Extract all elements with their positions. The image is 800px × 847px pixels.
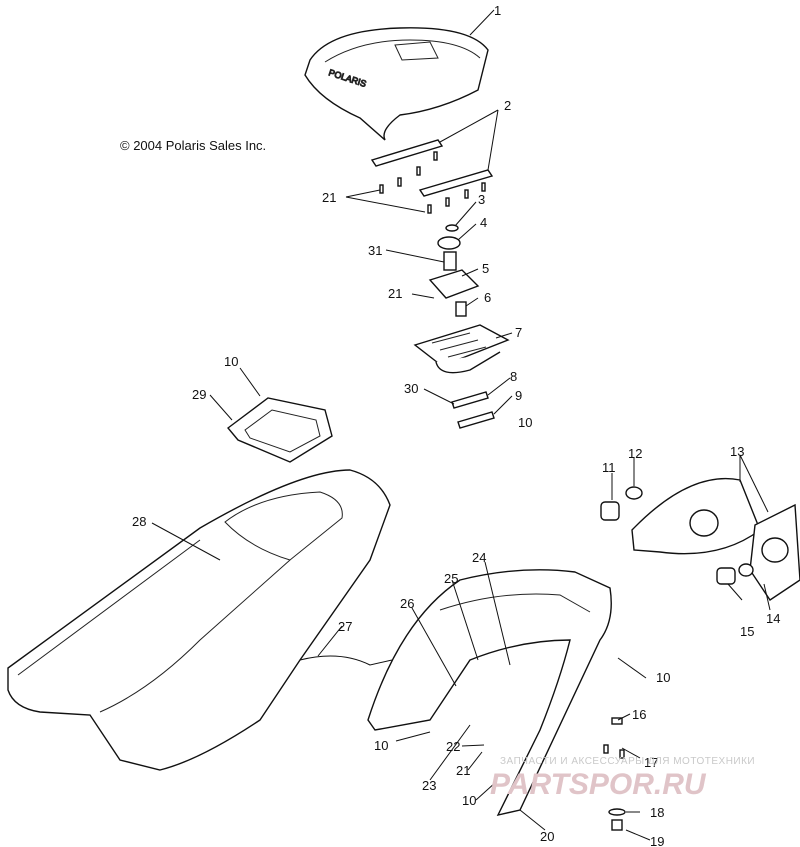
- callout-1: 1: [494, 3, 501, 18]
- watermark-tagline: ЗАПЧАСТИ И АКСЕССУАРЫ ДЛЯ МОТОТЕХНИКИ: [500, 756, 755, 767]
- part-bulbs: [600, 486, 754, 585]
- callout-17: 17: [644, 755, 658, 770]
- part-hinge-pin: [451, 391, 495, 429]
- callout-labels: 1 2 21 3 4 31 5 21 6 7 10 8 30 29 9 10 1…: [132, 3, 780, 847]
- copyright-notice: © 2004 Polaris Sales Inc.: [120, 138, 266, 153]
- callout-5: 5: [482, 261, 489, 276]
- part-latch-plate: [413, 324, 510, 374]
- callout-2: 2: [504, 98, 511, 113]
- callout-16: 16: [632, 707, 646, 722]
- callout-31: 31: [368, 243, 382, 258]
- callout-7: 7: [515, 325, 522, 340]
- callout-28: 28: [132, 514, 146, 529]
- callout-23: 23: [422, 778, 436, 793]
- callout-30: 30: [404, 381, 418, 396]
- callout-9: 9: [515, 388, 522, 403]
- callout-10-a: 10: [224, 354, 238, 369]
- callout-12: 12: [628, 446, 642, 461]
- callout-13: 13: [730, 444, 744, 459]
- watermark: ЗАПЧАСТИ И АКСЕССУАРЫ ДЛЯ МОТОТЕХНИКИ PA…: [490, 756, 755, 801]
- part-tail-light-housing: [631, 477, 800, 601]
- part-seat: [7, 469, 391, 771]
- callout-29: 29: [192, 387, 206, 402]
- callout-22: 22: [446, 739, 460, 754]
- callout-18: 18: [650, 805, 664, 820]
- callout-20: 20: [540, 829, 554, 844]
- part-seat-cushion-cover: POLARIS: [304, 27, 489, 141]
- callout-25: 25: [444, 571, 458, 586]
- callout-4: 4: [480, 215, 487, 230]
- callout-10-d: 10: [374, 738, 388, 753]
- callout-6: 6: [484, 290, 491, 305]
- callout-10-c: 10: [656, 670, 670, 685]
- callout-26: 26: [400, 596, 414, 611]
- callout-15: 15: [740, 624, 754, 639]
- callout-21-a: 21: [322, 190, 336, 205]
- watermark-brand: PARTSPOR.RU: [490, 768, 707, 801]
- part-rear-fender: [367, 569, 612, 817]
- part-seat-frame: [226, 397, 333, 463]
- callout-19: 19: [650, 834, 664, 847]
- callout-14: 14: [766, 611, 780, 626]
- callout-10-e: 10: [462, 793, 476, 808]
- leader-lines: [151, 9, 771, 841]
- part-small-hardware: [603, 717, 626, 831]
- callout-27: 27: [338, 619, 352, 634]
- callout-21-b: 21: [388, 286, 402, 301]
- callout-8: 8: [510, 369, 517, 384]
- callout-11: 11: [602, 460, 616, 475]
- part-cable: [299, 655, 393, 666]
- callout-10-b: 10: [518, 415, 532, 430]
- part-seat-rails: [370, 139, 494, 197]
- callout-24: 24: [472, 550, 486, 565]
- part-latch-stack: [428, 224, 480, 317]
- callout-21-c: 21: [456, 763, 470, 778]
- screws-group-a: [379, 151, 486, 214]
- callout-3: 3: [478, 192, 485, 207]
